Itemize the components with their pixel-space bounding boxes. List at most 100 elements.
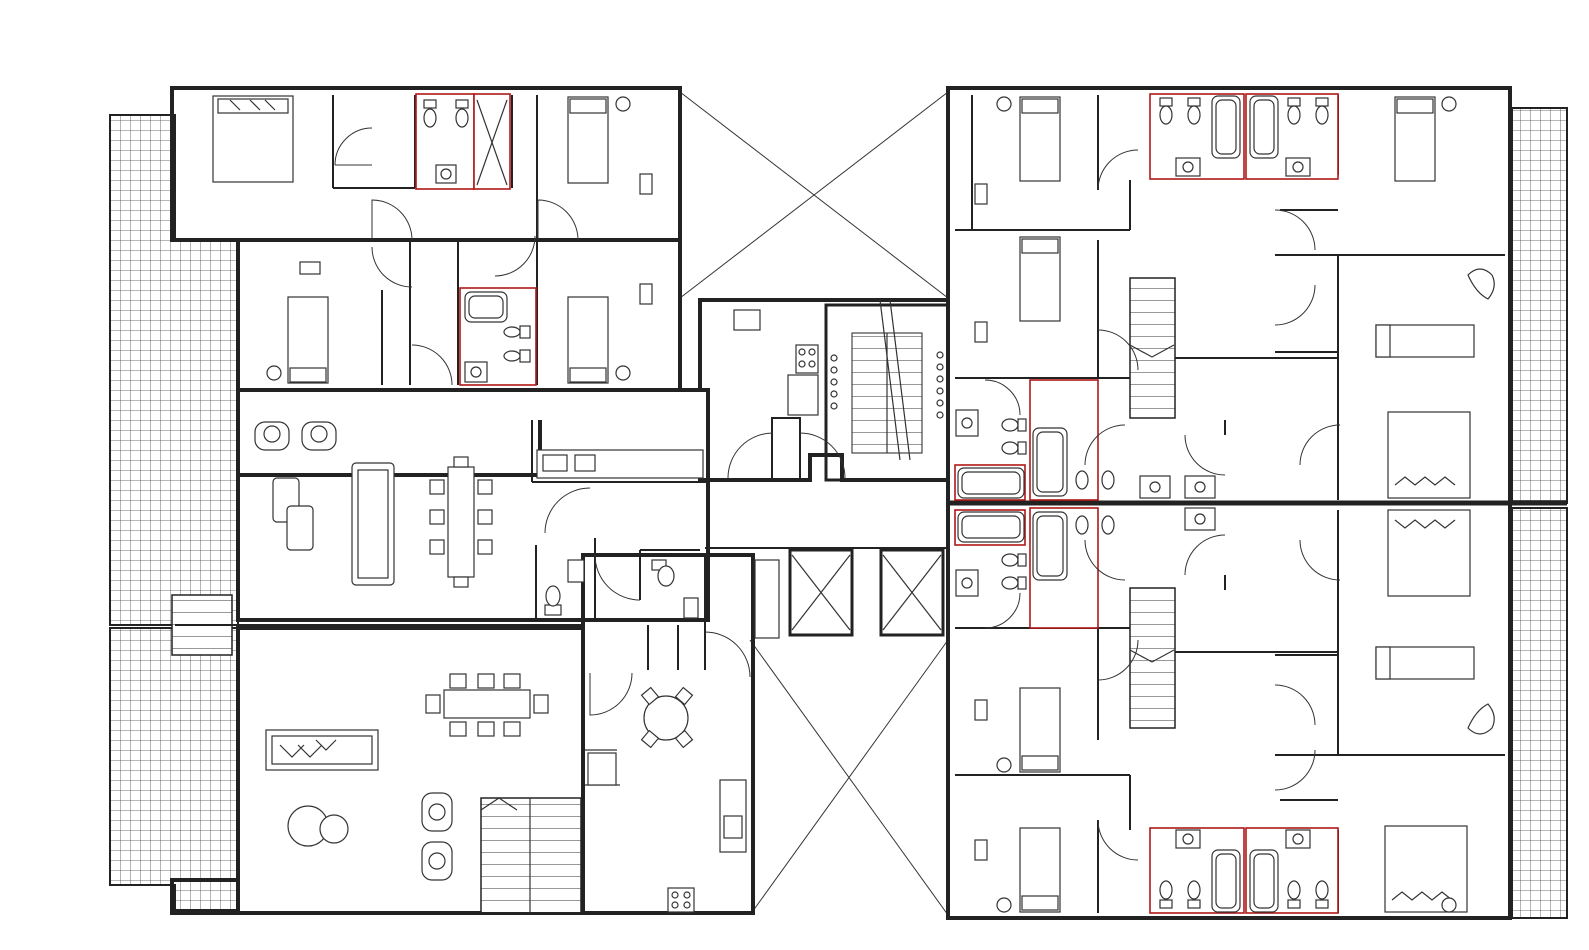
stove-icon (795, 344, 819, 374)
left-beds (212, 95, 653, 384)
stair-icon (1129, 277, 1176, 419)
sofa-icon (265, 729, 379, 771)
toilet-icon (455, 99, 469, 128)
door-swing-icon (1184, 534, 1226, 576)
door-swing-icon (371, 199, 413, 241)
washbasin-icon (955, 409, 979, 437)
bathtub-icon (957, 467, 1025, 499)
bed-icon (1019, 236, 1061, 322)
door-swing-icon (1097, 329, 1139, 371)
bed-icon (1384, 825, 1468, 913)
door-swing-icon (494, 235, 536, 277)
bed-icon (287, 296, 329, 384)
toilet-icon (1159, 97, 1173, 125)
door-swing-icon (371, 246, 413, 288)
washbasin-icon (1184, 475, 1216, 499)
door-swing-icon (1274, 209, 1316, 251)
toilet-icon (651, 559, 675, 587)
door-swing-icon (1184, 434, 1226, 476)
dining-table-icon (429, 456, 493, 588)
bathtub-icon (1032, 427, 1068, 497)
left-lower-living (265, 673, 582, 914)
door-swing-icon (411, 344, 453, 386)
door-swing-icon (799, 432, 846, 479)
door-swing-icon (1097, 639, 1139, 681)
washbasin-icon (1139, 475, 1171, 499)
left-living (254, 421, 493, 588)
elevator-icon (879, 548, 945, 637)
bed-icon (1387, 411, 1471, 499)
sink-icon (723, 815, 743, 839)
toilet-icon (1001, 418, 1027, 432)
toilet-icon (1075, 515, 1115, 535)
door-swing-icon (544, 487, 591, 534)
bathtub-icon (1249, 95, 1279, 159)
washbasin-icon (1175, 829, 1201, 849)
toilet-icon (503, 349, 531, 363)
washbasin-icon (955, 569, 979, 597)
door-swing-icon (1084, 424, 1126, 466)
washbasin-icon (1184, 507, 1216, 531)
bathtub-icon (1032, 511, 1068, 581)
left-bathrooms (415, 93, 537, 386)
bed-icon (567, 296, 609, 384)
toilet-icon (1315, 880, 1329, 909)
armchair-icon (421, 841, 453, 881)
toilet-icon (544, 585, 562, 616)
door-swing-icon (1299, 424, 1341, 466)
bed-icon (1387, 509, 1471, 597)
toilet-icon (1187, 880, 1201, 909)
left-lower-kitchen (587, 559, 780, 913)
light-well-bottom (749, 639, 949, 916)
sofa-icon (1375, 324, 1475, 358)
bed-icon (1019, 827, 1061, 913)
door-swing-icon (1274, 684, 1316, 726)
door-swing-icon (589, 672, 633, 716)
core (705, 299, 950, 637)
toilet-icon (1187, 97, 1201, 125)
stair-icon (1129, 587, 1176, 729)
washbasin-icon (464, 361, 488, 383)
stair-icon (830, 299, 944, 461)
bathtub-icon (1211, 95, 1241, 159)
toilet-icon (1287, 880, 1301, 909)
armchair-icon (254, 421, 290, 451)
armchair-icon (421, 792, 453, 832)
stair-icon (480, 797, 582, 914)
bed-icon (1019, 96, 1061, 182)
door-swing-icon (1097, 819, 1139, 861)
right-beds (974, 96, 1495, 913)
sofa-icon (351, 462, 395, 586)
washbasin-icon (1285, 829, 1311, 849)
sofa-icon (1375, 646, 1475, 680)
door-swing-icon (1097, 149, 1139, 191)
sink-icon (733, 309, 761, 331)
right-stairs (1129, 277, 1176, 729)
door-swing-icon (594, 554, 641, 601)
door-swing-icon (1274, 284, 1316, 326)
toilet-icon (1001, 441, 1027, 455)
toilet-icon (1075, 470, 1115, 490)
toilet-icon (1159, 880, 1173, 909)
door-swing-icon (1274, 749, 1316, 791)
toilet-icon (423, 99, 437, 128)
door-swing-icon (704, 631, 751, 678)
armchair-icon (301, 421, 337, 451)
bathtub-icon (957, 511, 1025, 543)
right-block-walls (946, 86, 1567, 920)
sink-icon (574, 454, 596, 472)
door-swing-icon (984, 592, 1021, 629)
toilet-icon (1001, 553, 1027, 567)
toilet-icon (1001, 576, 1027, 590)
door-swings (334, 127, 1341, 861)
door-swing-icon (984, 379, 1021, 416)
elevator-icon (788, 548, 854, 637)
bathtub-icon (1211, 849, 1241, 913)
toilet-icon (503, 325, 531, 339)
washbasin-icon (1285, 157, 1311, 177)
dining-table-icon (425, 673, 549, 737)
left-wc (544, 559, 699, 619)
light-well-top (679, 91, 949, 299)
washbasin-icon (1175, 157, 1201, 177)
